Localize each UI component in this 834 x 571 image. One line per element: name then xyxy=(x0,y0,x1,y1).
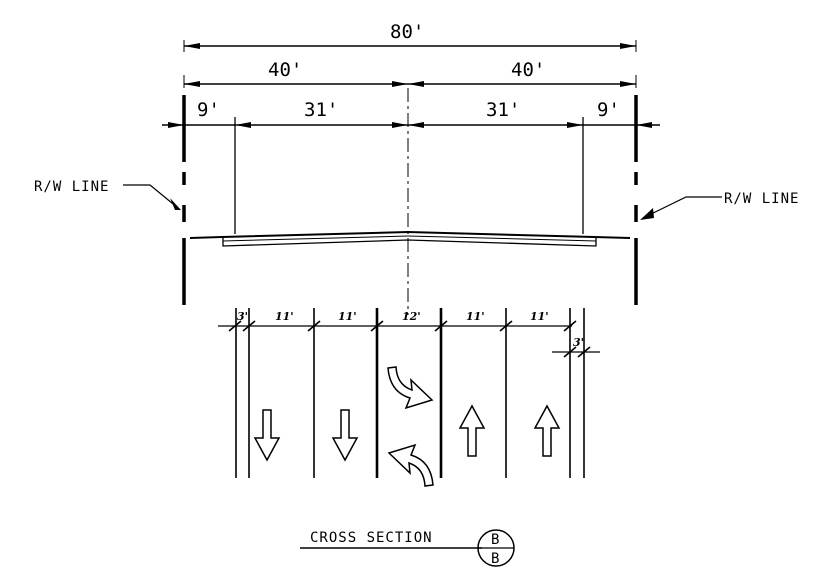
pavement-section xyxy=(189,230,631,247)
turn-arrow-left-icon xyxy=(387,443,434,487)
lane-4-label: 11' xyxy=(466,310,485,323)
arrow-up-icon xyxy=(533,404,561,457)
lane-2-label: 11' xyxy=(338,310,357,323)
lane-5-label: 11' xyxy=(530,310,549,323)
dimension-right-roadway-label: 31' xyxy=(486,99,520,121)
dimension-segments: 9' 31' 31' 9' xyxy=(162,99,660,234)
dimension-total: 80' xyxy=(183,21,637,52)
dimension-half-right-label: 40' xyxy=(511,59,545,81)
dimension-right-border-label: 9' xyxy=(597,99,620,121)
lane-right-shoulder-label: 3' xyxy=(573,336,584,349)
row-label-left: R/W LINE xyxy=(34,179,181,210)
lane-left-shoulder-label: 3' xyxy=(237,310,248,323)
arrow-down-icon xyxy=(331,409,359,462)
section-title-text: CROSS SECTION xyxy=(310,530,433,546)
dimension-left-border-label: 9' xyxy=(197,99,220,121)
section-bubble-bottom: B xyxy=(491,551,500,567)
lane-1-label: 11' xyxy=(275,310,294,323)
row-label-right-text: R/W LINE xyxy=(724,191,799,207)
section-title: CROSS SECTION B B xyxy=(300,529,515,567)
dimension-total-label: 80' xyxy=(390,21,424,43)
row-label-right: R/W LINE xyxy=(640,191,799,220)
arrow-down-icon xyxy=(253,409,281,462)
dimension-halves: 40' 40' xyxy=(183,59,637,88)
lane-plan: 3' 11' 11' 12' 11' 11' 3' xyxy=(218,308,600,487)
row-label-left-text: R/W LINE xyxy=(34,179,109,195)
turn-arrow-right-icon xyxy=(387,366,434,410)
dimension-half-left-label: 40' xyxy=(268,59,302,81)
arrow-up-icon xyxy=(458,404,486,457)
dimension-left-roadway-label: 31' xyxy=(304,99,338,121)
lane-center-label: 12' xyxy=(402,310,421,323)
section-bubble-top: B xyxy=(491,532,500,548)
